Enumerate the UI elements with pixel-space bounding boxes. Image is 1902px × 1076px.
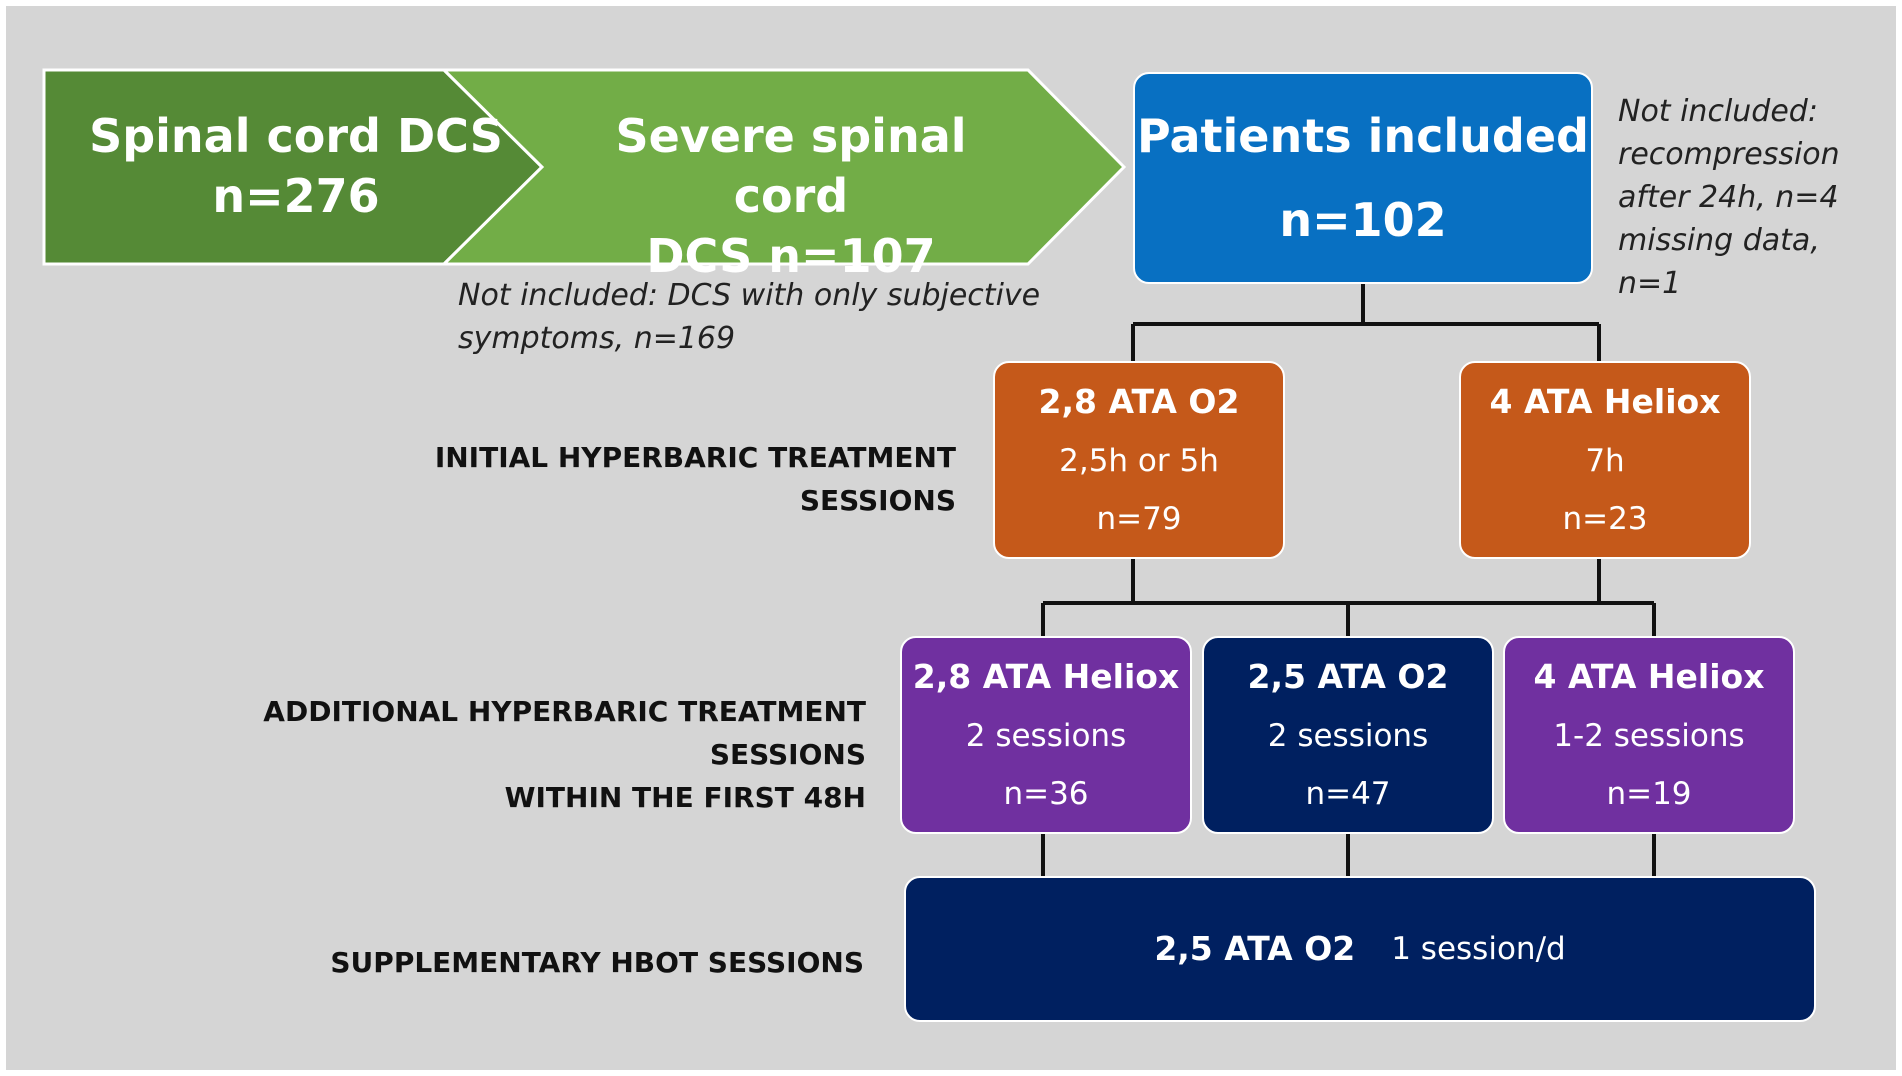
not-included-right-note: Not included: recompression after 24h, n…: [1618, 90, 1888, 305]
initial-box-2-8-ata-o2: 2,8 ATA O2 2,5h or 5h n=79: [993, 361, 1285, 559]
initial-box-1-title: 2,8 ATA O2: [1038, 382, 1240, 421]
stage-initial-label: INITIAL HYPERBARIC TREATMENT SESSIONS: [434, 441, 956, 517]
initial-box-1-duration: 2,5h or 5h: [1059, 443, 1219, 479]
additional-box-1-n: n=36: [1003, 776, 1089, 812]
note-right-line2: recompression: [1618, 137, 1840, 172]
initial-box-1-n: n=79: [1096, 501, 1182, 537]
note-bottom-line2: symptoms, n=169: [458, 321, 736, 356]
initial-box-2-duration: 7h: [1585, 443, 1625, 479]
additional-box-3-title: 4 ATA Heliox: [1533, 657, 1765, 696]
note-right-line3: after 24h, n=4: [1618, 180, 1839, 215]
note-right-line1: Not included:: [1618, 94, 1818, 129]
arrow1-line2: n=276: [212, 169, 380, 223]
additional-box-2-sessions: 2 sessions: [1267, 718, 1429, 754]
arrow1-line1: Spinal cord DCS: [89, 109, 503, 163]
stage-supplementary-label: SUPPLEMENTARY HBOT SESSIONS: [330, 946, 864, 979]
arrow2-line2: DCS n=107: [646, 229, 936, 283]
additional-box-4-ata-heliox: 4 ATA Heliox 1-2 sessions n=19: [1503, 636, 1795, 834]
additional-box-2-title: 2,5 ATA O2: [1247, 657, 1449, 696]
not-included-bottom-note: Not included: DCS with only subjective s…: [458, 274, 1098, 360]
patients-included-n: n=102: [1279, 193, 1447, 247]
flowchart-canvas: Spinal cord DCS n=276 Severe spinal cord…: [6, 6, 1896, 1070]
initial-box-2-title: 4 ATA Heliox: [1489, 382, 1721, 421]
additional-box-3-sessions: 1-2 sessions: [1553, 718, 1745, 754]
arrow-severe-spinal-cord-dcs: [440, 68, 1127, 266]
note-bottom-line1: Not included: DCS with only subjective: [458, 278, 1041, 313]
stage-additional-line1: ADDITIONAL HYPERBARIC TREATMENT SESSIONS: [263, 695, 866, 771]
additional-box-2-8-ata-heliox: 2,8 ATA Heliox 2 sessions n=36: [900, 636, 1192, 834]
arrow2-text: Severe spinal cord DCS n=107: [551, 106, 1031, 286]
additional-box-1-sessions: 2 sessions: [965, 718, 1127, 754]
additional-box-2-5-ata-o2: 2,5 ATA O2 2 sessions n=47: [1202, 636, 1494, 834]
supplementary-box: 2,5 ATA O2 1 session/d: [904, 876, 1816, 1022]
connector-lines: [42, 68, 1656, 876]
additional-box-2-n: n=47: [1305, 776, 1391, 812]
patients-included-box: Patients included n=102: [1133, 72, 1593, 284]
initial-box-2-n: n=23: [1562, 501, 1648, 537]
arrow1-text: Spinal cord DCS n=276: [86, 106, 506, 226]
initial-box-4-ata-heliox: 4 ATA Heliox 7h n=23: [1459, 361, 1751, 559]
additional-box-1-title: 2,8 ATA Heliox: [912, 657, 1180, 696]
additional-box-3-n: n=19: [1606, 776, 1692, 812]
note-right-line4: missing data, n=1: [1618, 223, 1820, 301]
patients-included-title: Patients included: [1137, 109, 1589, 163]
stage-additional-line2: WITHIN THE FIRST 48H: [504, 781, 866, 814]
supplementary-title: 2,5 ATA O2: [1154, 929, 1356, 968]
stage-additional-label: ADDITIONAL HYPERBARIC TREATMENT SESSIONS…: [106, 690, 866, 819]
arrow2-line1: Severe spinal cord: [615, 109, 967, 223]
supplementary-frequency: 1 session/d: [1391, 931, 1566, 967]
